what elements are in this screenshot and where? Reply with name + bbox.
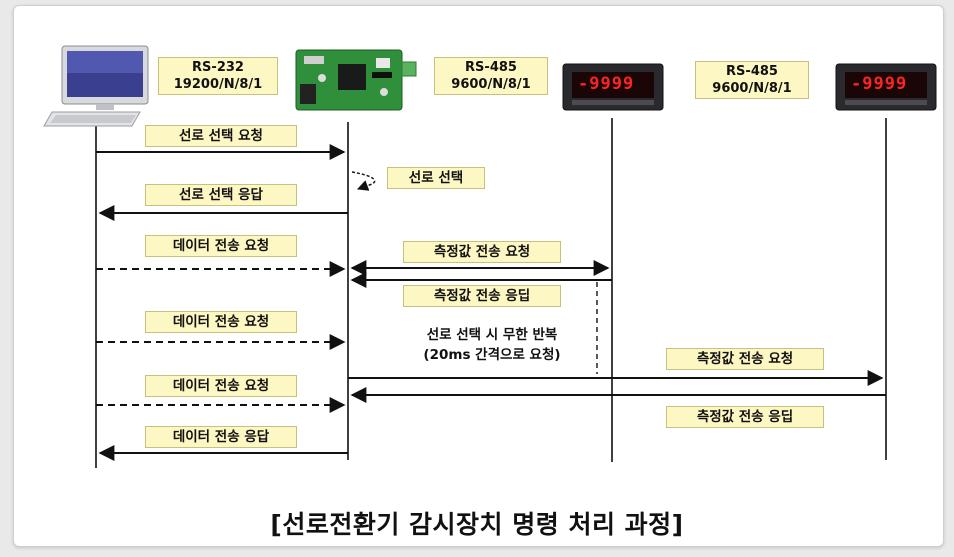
link-rs485-1-setting: 9600/N/8/1 bbox=[451, 77, 531, 92]
meter-2-readout: -9999 bbox=[851, 74, 908, 94]
link-rs232-protocol: RS-232 bbox=[192, 60, 244, 75]
loop-note-line1: 선로 선택 시 무한 반복 bbox=[426, 327, 558, 343]
panel-meter-2-icon bbox=[835, 63, 937, 111]
msg-measure-response-1: 측정값 전송 응딥 bbox=[403, 285, 561, 307]
link-rs232-label: RS-232 19200/N/8/1 bbox=[158, 57, 278, 95]
msg-measure-request-2: 측정값 전송 요청 bbox=[666, 348, 824, 370]
msg-data-request-1: 데이터 전송 요청 bbox=[145, 235, 297, 257]
msg-line-select-response: 선로 선택 응답 bbox=[145, 184, 297, 206]
link-rs485-2-label: RS-485 9600/N/8/1 bbox=[695, 61, 809, 99]
msg-measure-request-1: 측정값 전송 요청 bbox=[403, 241, 561, 263]
loop-note-line2: (20ms 간격으로 요청) bbox=[423, 347, 561, 363]
pc-icon bbox=[43, 45, 149, 127]
link-rs485-1-label: RS-485 9600/N/8/1 bbox=[434, 57, 548, 95]
msg-data-response: 데이터 전송 응답 bbox=[145, 426, 297, 448]
link-rs485-1-protocol: RS-485 bbox=[465, 60, 517, 75]
msg-data-request-3: 데이터 전송 요청 bbox=[145, 375, 297, 397]
msg-data-request-2: 데이터 전송 요청 bbox=[145, 311, 297, 333]
controller-board-icon bbox=[295, 49, 417, 111]
panel-meter-1-icon bbox=[562, 63, 664, 111]
link-rs485-2-setting: 9600/N/8/1 bbox=[712, 81, 792, 96]
msg-line-select-request: 선로 선택 요청 bbox=[145, 125, 297, 147]
loop-note: 선로 선택 시 무한 반복 (20ms 간격으로 요청) bbox=[392, 325, 592, 365]
arrow-self-line-select bbox=[351, 171, 376, 191]
meter-1-readout: -9999 bbox=[578, 74, 635, 94]
link-rs232-setting: 19200/N/8/1 bbox=[173, 77, 263, 92]
msg-measure-response-2: 측정값 전송 응딥 bbox=[666, 406, 824, 428]
figure-caption: [선로전환기 감시장치 명령 처리 과정] bbox=[270, 510, 684, 539]
msg-line-select: 선로 선택 bbox=[387, 167, 485, 189]
link-rs485-2-protocol: RS-485 bbox=[726, 64, 778, 79]
